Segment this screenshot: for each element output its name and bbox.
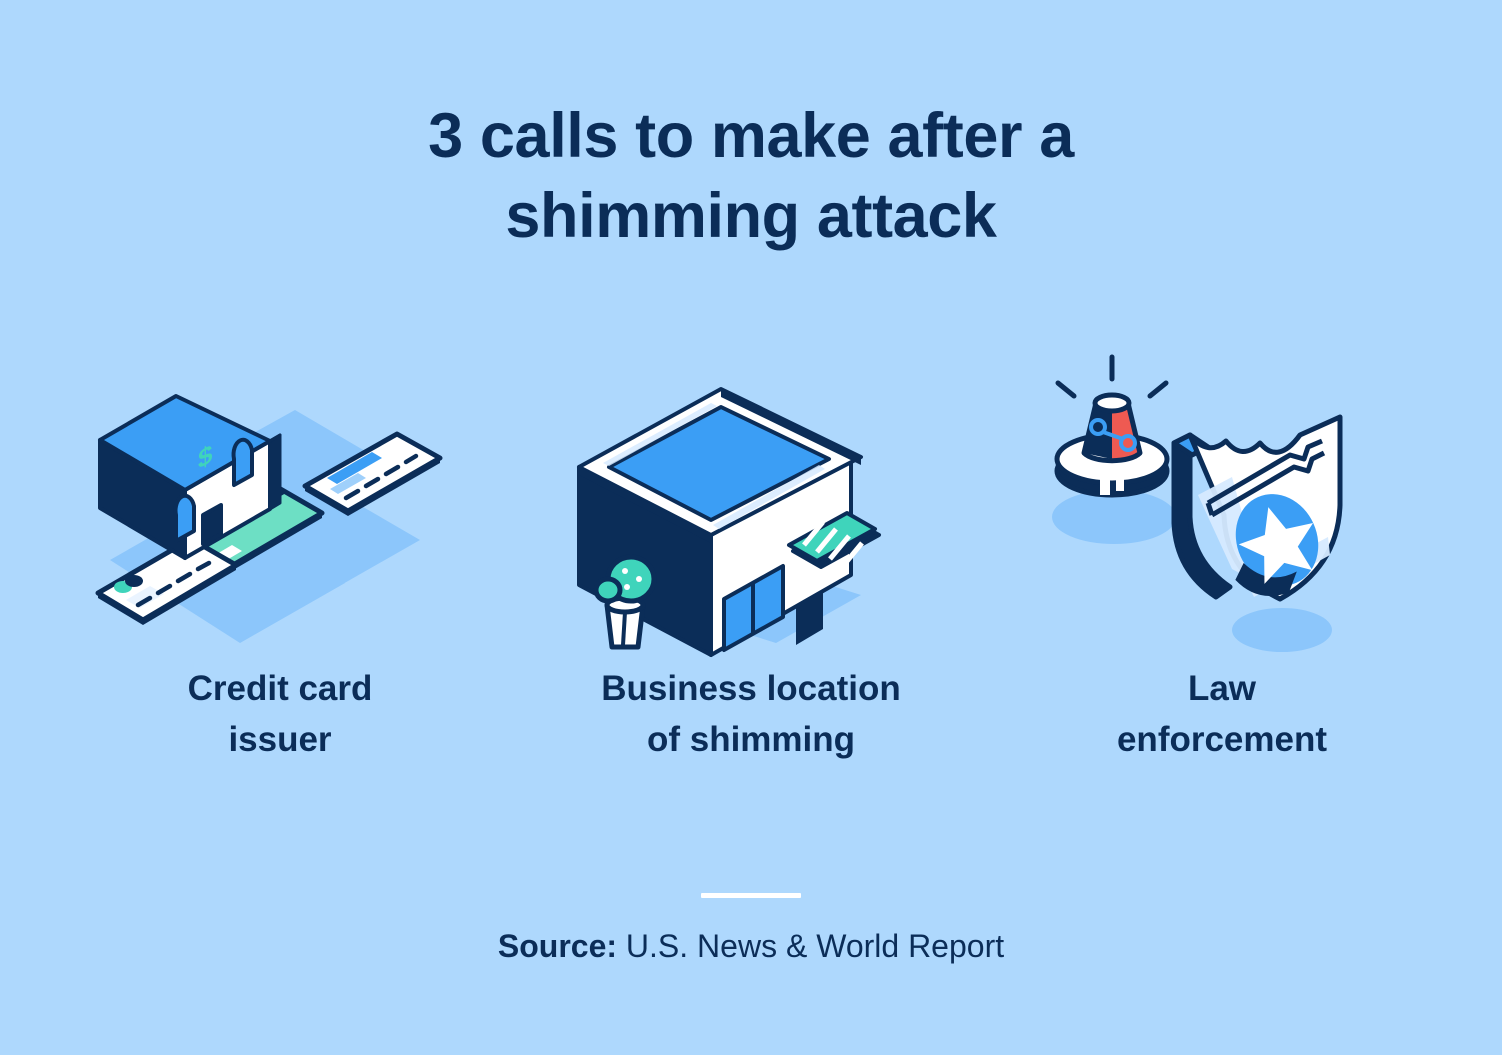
source-value: U.S. News & World Report bbox=[617, 928, 1005, 964]
store-window bbox=[722, 564, 785, 652]
column-law-enforcement: Law enforcement bbox=[1002, 354, 1442, 765]
column-label-business-location: Business location of shimming bbox=[601, 669, 901, 759]
bank-building: $ bbox=[98, 394, 282, 560]
footer-divider bbox=[701, 893, 801, 898]
store-parapet-edge-left bbox=[579, 467, 711, 543]
column-label-credit-card-issuer: Credit card issuer bbox=[187, 669, 373, 759]
title-line-2: shimming attack bbox=[505, 181, 997, 251]
store-awning bbox=[787, 511, 881, 569]
source-label: Source: bbox=[497, 928, 618, 964]
column-business-location: Business location of shimming bbox=[531, 355, 971, 765]
police-siren bbox=[1054, 354, 1170, 498]
bank-building-with-credit-cards-icon: $ bbox=[90, 355, 470, 655]
card-front-left bbox=[95, 536, 239, 625]
store-parapet-edge-right bbox=[721, 389, 861, 465]
dollar-sign-glyph: $ bbox=[198, 438, 213, 475]
police-badge-shield bbox=[1171, 414, 1343, 602]
storefront-building-icon bbox=[561, 355, 941, 657]
cactus-plant bbox=[593, 554, 657, 650]
siren-shadow bbox=[1052, 490, 1176, 544]
source-attribution: Source: U.S. News & World Report bbox=[0, 925, 1502, 967]
store-roof-surface bbox=[607, 405, 831, 522]
svg-text:$: $ bbox=[198, 438, 213, 475]
card-back-right bbox=[302, 431, 443, 516]
column-label-law-enforcement: Law enforcement bbox=[1116, 669, 1328, 759]
page-title: 3 calls to make after a shimming attack bbox=[0, 96, 1502, 256]
badge-shadow bbox=[1232, 608, 1332, 652]
police-siren-and-badge-icon bbox=[1032, 354, 1412, 655]
title-line-1: 3 calls to make after a bbox=[428, 101, 1074, 171]
store-pillar bbox=[796, 589, 823, 645]
columns-row: $ Credit card issuer bbox=[60, 354, 1442, 815]
column-credit-card-issuer: $ Credit card issuer bbox=[60, 355, 500, 765]
